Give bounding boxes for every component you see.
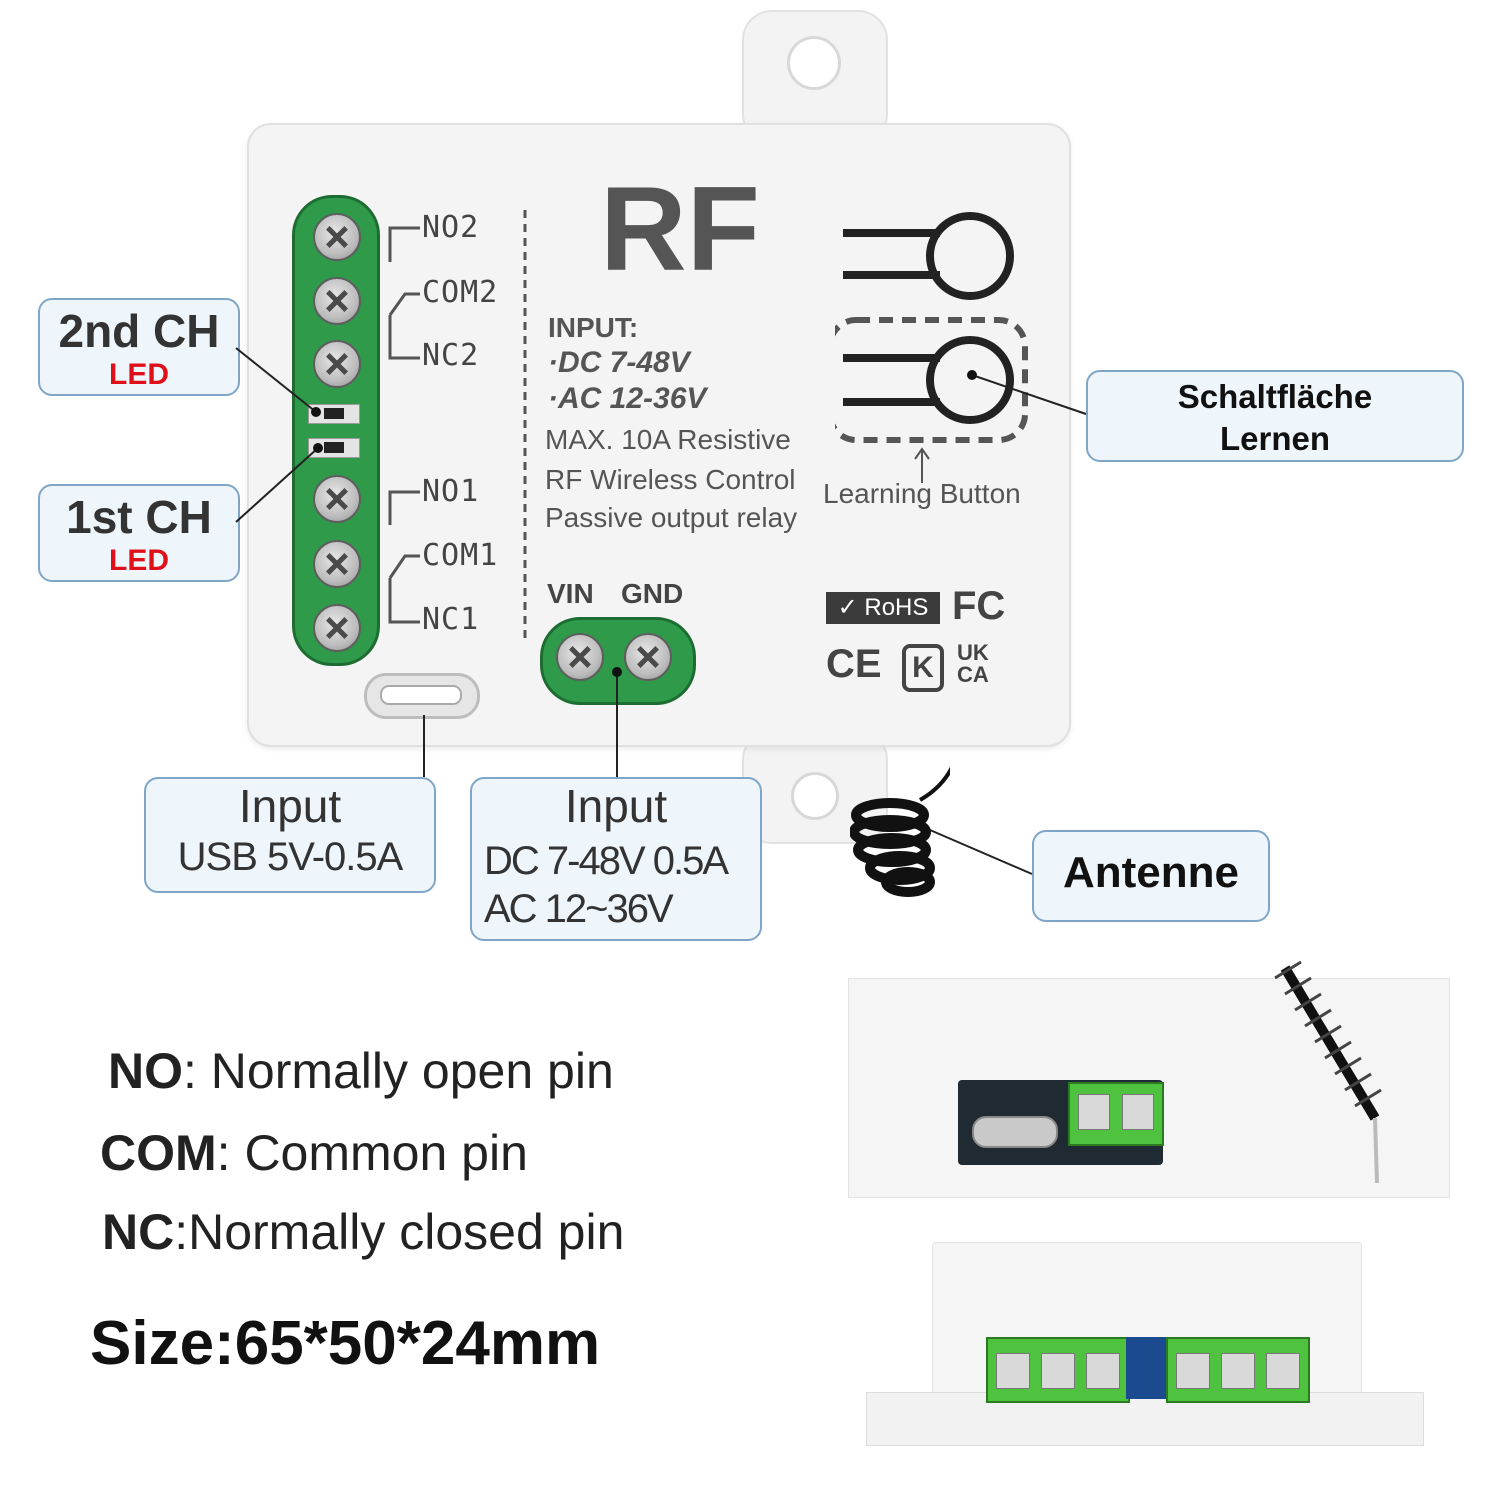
callout-usb-input: Input USB 5V-0.5A <box>144 777 436 893</box>
ch1-title: 1st CH <box>66 491 212 543</box>
side-relay-terminal-left <box>986 1337 1130 1403</box>
screw-terminal-gnd <box>624 633 672 681</box>
usb-input-value: USB 5V-0.5A <box>177 835 404 879</box>
legend-com: COM: Common pin <box>100 1124 528 1182</box>
uk-label: UK <box>957 640 989 665</box>
legend-nc-desc: :Normally closed pin <box>174 1204 625 1260</box>
learning-button-label: Learning Button <box>823 478 1021 509</box>
usb-c-port-inner <box>380 685 462 705</box>
check-icon: ✓ <box>837 594 858 621</box>
side-view-bottom-base <box>866 1392 1424 1446</box>
dc-input-title: Input <box>564 780 668 832</box>
screw-terminal-nc2 <box>313 340 361 388</box>
screw-terminal-vin <box>556 633 604 681</box>
ch2-title: 2nd CH <box>58 305 220 357</box>
led-ch1 <box>308 438 360 458</box>
screw-terminal-com1 <box>313 540 361 588</box>
learn-line2: Lernen <box>1219 420 1331 457</box>
callout-dc-input: Input DC 7-48V 0.5A AC 12~36V <box>470 777 762 941</box>
side-power-terminal <box>1068 1082 1164 1146</box>
leader-lines <box>235 347 1087 875</box>
legend-no: NO: Normally open pin <box>108 1042 614 1100</box>
side-led-panel <box>1126 1337 1166 1399</box>
legend-no-desc: : Normally open pin <box>183 1043 614 1099</box>
legend-com-desc: : Common pin <box>216 1125 528 1181</box>
ch1-led-label: LED <box>109 544 169 577</box>
legend-nc: NC:Normally closed pin <box>102 1203 624 1261</box>
fc-mark: FC <box>952 584 1006 628</box>
antenna-label: Antenne <box>1063 848 1239 897</box>
rohs-label: RoHS <box>864 594 929 621</box>
kc-mark: K <box>902 644 944 692</box>
spec-ac: ·AC 12-36V <box>548 382 707 415</box>
legend-size: Size:65*50*24mm <box>90 1309 601 1378</box>
ukca-mark: UK CA <box>957 642 989 686</box>
callout-ch1-led: 1st CH LED <box>38 484 240 582</box>
screw-terminal-no2 <box>313 213 361 261</box>
kc-label: K <box>912 651 934 684</box>
spec-relay-type: Passive output relay <box>545 502 798 533</box>
usb-input-title: Input <box>238 780 342 832</box>
ch2-led-label: LED <box>109 358 169 391</box>
side-relay-terminal-right <box>1166 1337 1310 1403</box>
spec-dc: ·DC 7-48V <box>548 346 690 379</box>
mounting-hole-top <box>787 36 841 90</box>
screw-terminal-com2 <box>313 277 361 325</box>
dc-input-line1: DC 7-48V 0.5A <box>484 839 729 883</box>
ce-mark: CE <box>826 642 882 686</box>
vin-label: VIN <box>547 578 594 609</box>
callout-learning-button: Schaltfläche Lernen <box>1086 370 1464 462</box>
pin-label-nc1: NC1 <box>422 602 480 637</box>
screw-terminal-nc1 <box>313 604 361 652</box>
learn-line1: Schaltfläche <box>1177 378 1373 415</box>
dc-input-line2: AC 12~36V <box>484 887 674 931</box>
callout-ch2-led: 2nd CH LED <box>38 298 240 396</box>
pin-label-no2: NO2 <box>422 210 480 245</box>
antenna-coil <box>850 766 950 897</box>
mounting-hole-bottom <box>791 772 839 820</box>
pin-label-com2: COM2 <box>422 275 499 310</box>
led-ch2 <box>308 404 360 424</box>
brand-logo: RF <box>600 162 760 296</box>
legend-com-key: COM <box>100 1125 217 1181</box>
usb-c-side-port <box>972 1116 1058 1148</box>
pin-label-no1: NO1 <box>422 474 480 509</box>
spec-max-current: MAX. 10A Resistive <box>545 424 791 455</box>
spec-rf-control: RF Wireless Control <box>545 464 796 495</box>
gnd-label: GND <box>621 578 684 609</box>
pin-label-nc2: NC2 <box>422 338 480 373</box>
relay-schematic <box>388 210 527 640</box>
screw-terminal-no1 <box>313 475 361 523</box>
learning-arrow <box>914 447 930 483</box>
legend-nc-key: NC <box>102 1204 175 1260</box>
rohs-mark: ✓ RoHS <box>826 592 940 624</box>
button-graphic <box>835 212 1028 443</box>
callout-antenna: Antenne <box>1032 830 1270 922</box>
ca-label: CA <box>957 662 989 687</box>
spec-input-label: INPUT: <box>548 312 639 343</box>
legend-no-key: NO <box>108 1043 183 1099</box>
side-antenna <box>1274 960 1382 1184</box>
pin-label-com1: COM1 <box>422 538 499 573</box>
